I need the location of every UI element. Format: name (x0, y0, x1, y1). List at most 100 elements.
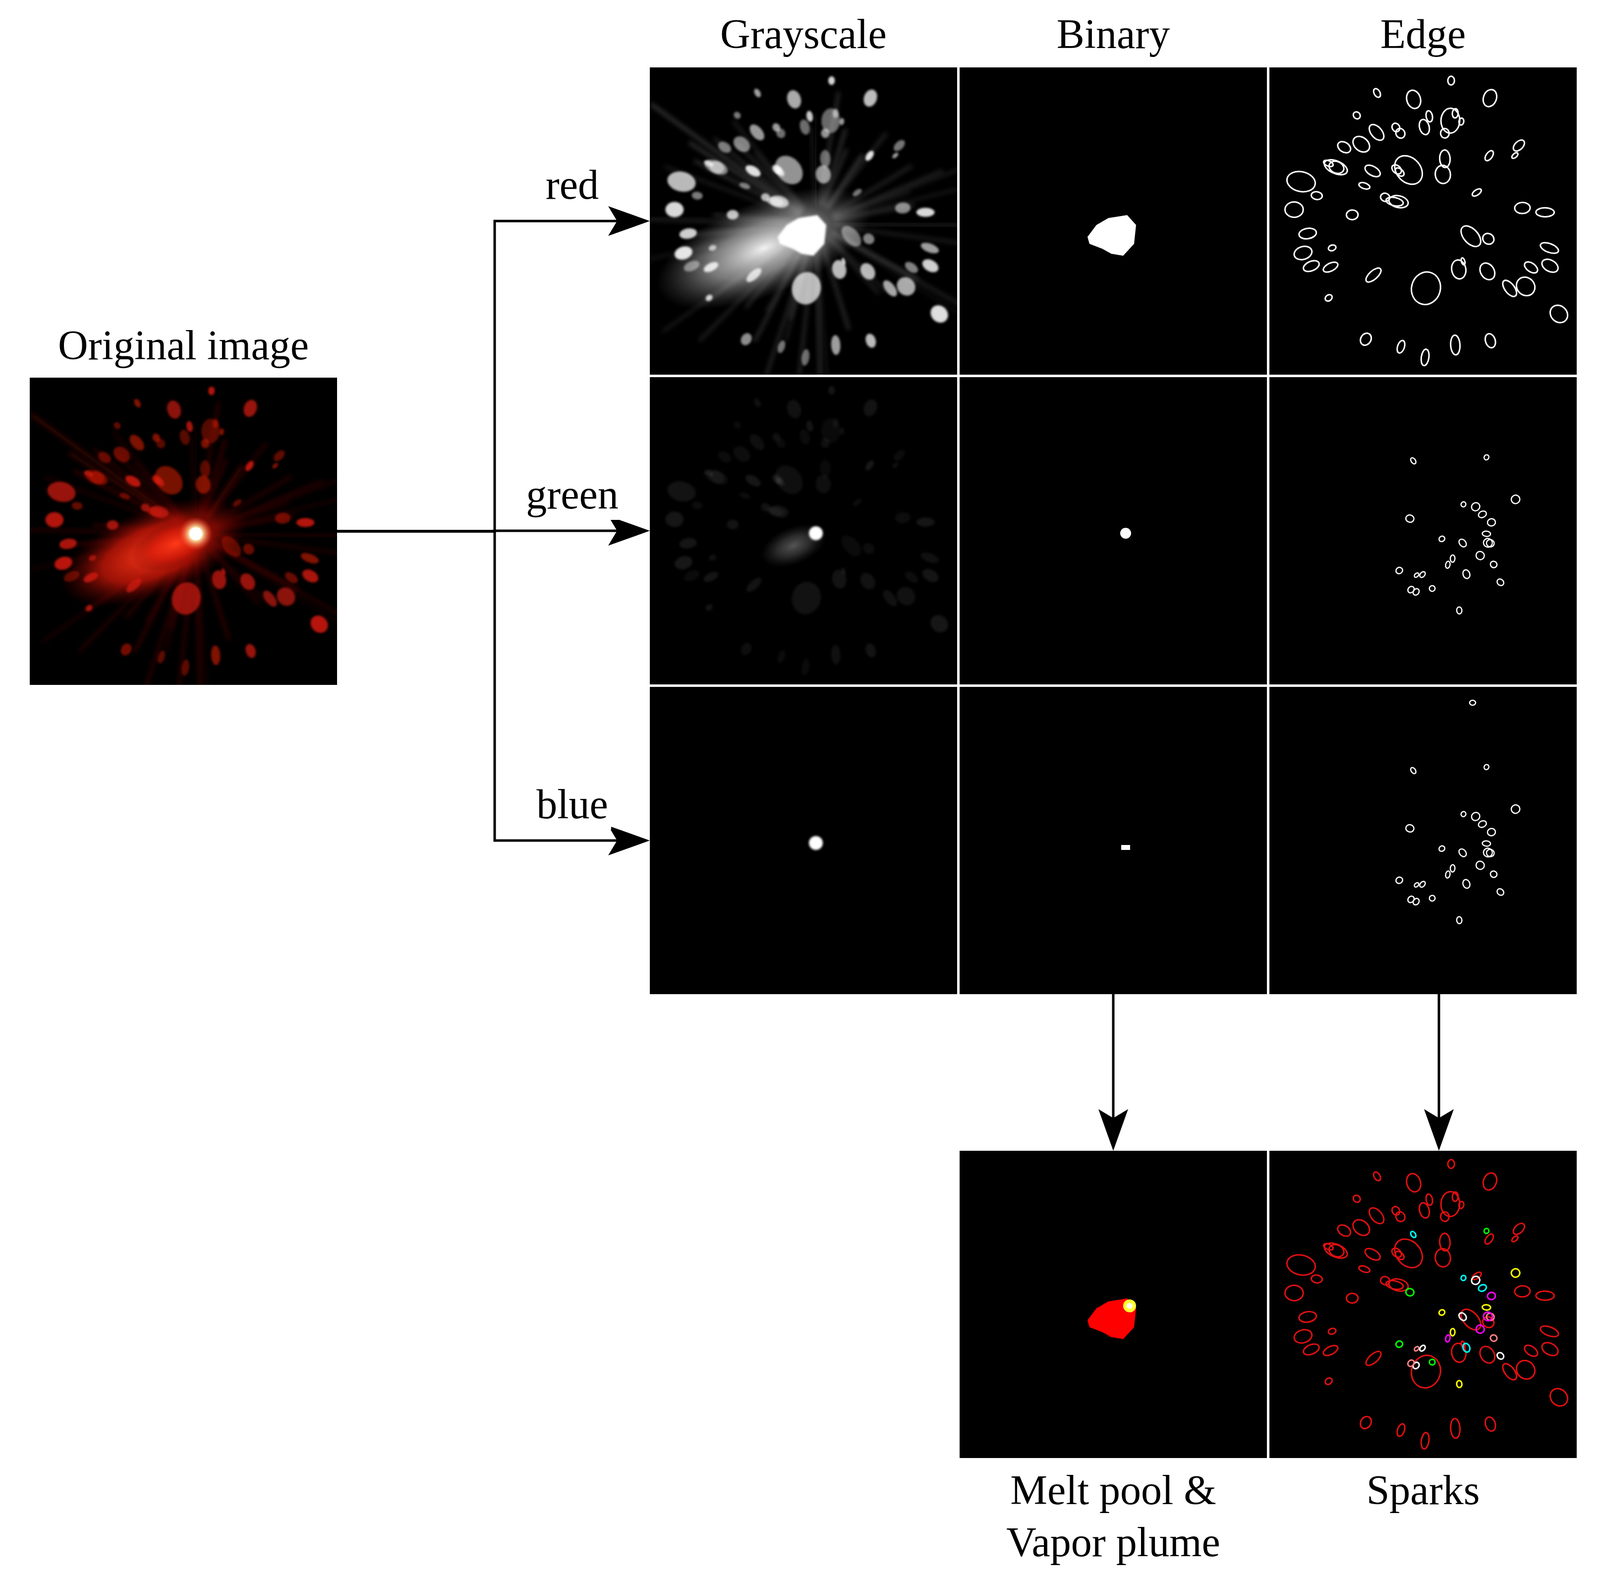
spark (707, 159, 727, 176)
spark-contour (1326, 159, 1346, 176)
light-streak (665, 167, 798, 217)
image-panel (649, 377, 958, 685)
spark-contour (1477, 260, 1498, 283)
spark-contour (1536, 1291, 1555, 1301)
spark-contour (1486, 1291, 1497, 1301)
light-streak (835, 226, 958, 251)
spark-contour (1539, 240, 1560, 256)
spark (665, 201, 684, 218)
spark (682, 258, 701, 275)
light-streak (699, 237, 802, 341)
spark (208, 386, 216, 396)
spark (87, 554, 97, 563)
spark-contour (1409, 457, 1418, 465)
light-streak (695, 228, 798, 259)
flow-arrow (337, 206, 650, 532)
spark (231, 497, 243, 509)
light-streak (692, 225, 797, 235)
spark (126, 432, 148, 454)
spark (682, 568, 701, 584)
spark (769, 459, 809, 500)
flow-line (1112, 994, 1115, 1120)
arrow-head (608, 515, 650, 546)
spark-contour (1358, 1414, 1374, 1431)
spark (861, 397, 880, 419)
spark (45, 512, 64, 528)
spark (702, 468, 715, 478)
spark (200, 438, 210, 449)
light-streak (835, 205, 913, 221)
spark-contour (1284, 1252, 1317, 1278)
panel-ground (959, 1150, 1267, 1459)
spark-contour (1346, 209, 1359, 220)
light-streak (715, 139, 801, 211)
spark-contour (1488, 1333, 1498, 1343)
spark (271, 461, 280, 470)
light-streak (170, 553, 191, 629)
spark (123, 575, 144, 595)
spark-contour (1457, 1305, 1485, 1334)
arrow-head (1098, 1109, 1129, 1151)
spark-contour (1458, 1201, 1465, 1210)
image-panel (959, 377, 1267, 685)
spark-contour (1488, 869, 1498, 879)
column-heading: Binary (959, 9, 1267, 60)
spark-contour (1477, 510, 1488, 519)
panel-content (29, 386, 338, 686)
light-streak (199, 402, 219, 515)
spark-contour (1444, 561, 1451, 570)
spark-contour (1322, 1242, 1334, 1252)
spark-contour (1437, 1309, 1446, 1317)
spark-contour (1387, 1277, 1410, 1294)
panel-content (665, 386, 952, 677)
spark-contour (1323, 293, 1334, 303)
spark-contour (1395, 339, 1407, 354)
spark-contour (1450, 1418, 1461, 1439)
spark (805, 110, 814, 123)
panel-caption: Original image (9, 320, 357, 371)
spark-contour (1482, 1311, 1494, 1322)
column-heading: Grayscale (649, 9, 958, 60)
light-streak (116, 454, 182, 520)
spark (894, 512, 911, 524)
spark-contour (1482, 840, 1491, 847)
spark (210, 645, 222, 666)
spark (738, 491, 751, 501)
spark-contour (1546, 301, 1572, 327)
spark-contour (1461, 569, 1472, 580)
spark-contour (1311, 190, 1323, 200)
spark (274, 512, 291, 525)
spark (678, 227, 698, 240)
vapor-plume (649, 162, 888, 335)
spark (84, 603, 94, 614)
spark-contour (1509, 803, 1521, 815)
spark (770, 472, 784, 486)
spark (776, 339, 787, 354)
spark (154, 437, 168, 451)
light-streak (94, 525, 177, 533)
melt-pool-region (1123, 1299, 1137, 1313)
spark (112, 420, 122, 431)
spark-contour (1511, 1221, 1527, 1237)
light-streak (114, 432, 184, 519)
spark-contour (1411, 1361, 1421, 1371)
panel-content (649, 76, 958, 375)
spark (743, 575, 764, 595)
spark-contour (1451, 1192, 1459, 1202)
spark-contour (1522, 1343, 1540, 1359)
spark (746, 431, 768, 454)
spark-contour (1460, 257, 1466, 266)
spark-contour (1450, 1342, 1468, 1364)
spark-contour (1481, 87, 1499, 109)
spark (820, 128, 830, 139)
melt-pool (808, 526, 823, 541)
spark-contour (1428, 894, 1436, 903)
spark-contour (1366, 1205, 1387, 1227)
spark (760, 192, 772, 203)
spark (880, 278, 900, 299)
spark-contour (1298, 1310, 1317, 1324)
panel-ground (959, 686, 1267, 995)
spark-contour (1451, 108, 1459, 118)
spark-contour (1413, 881, 1420, 888)
flow-arrow (337, 531, 650, 856)
